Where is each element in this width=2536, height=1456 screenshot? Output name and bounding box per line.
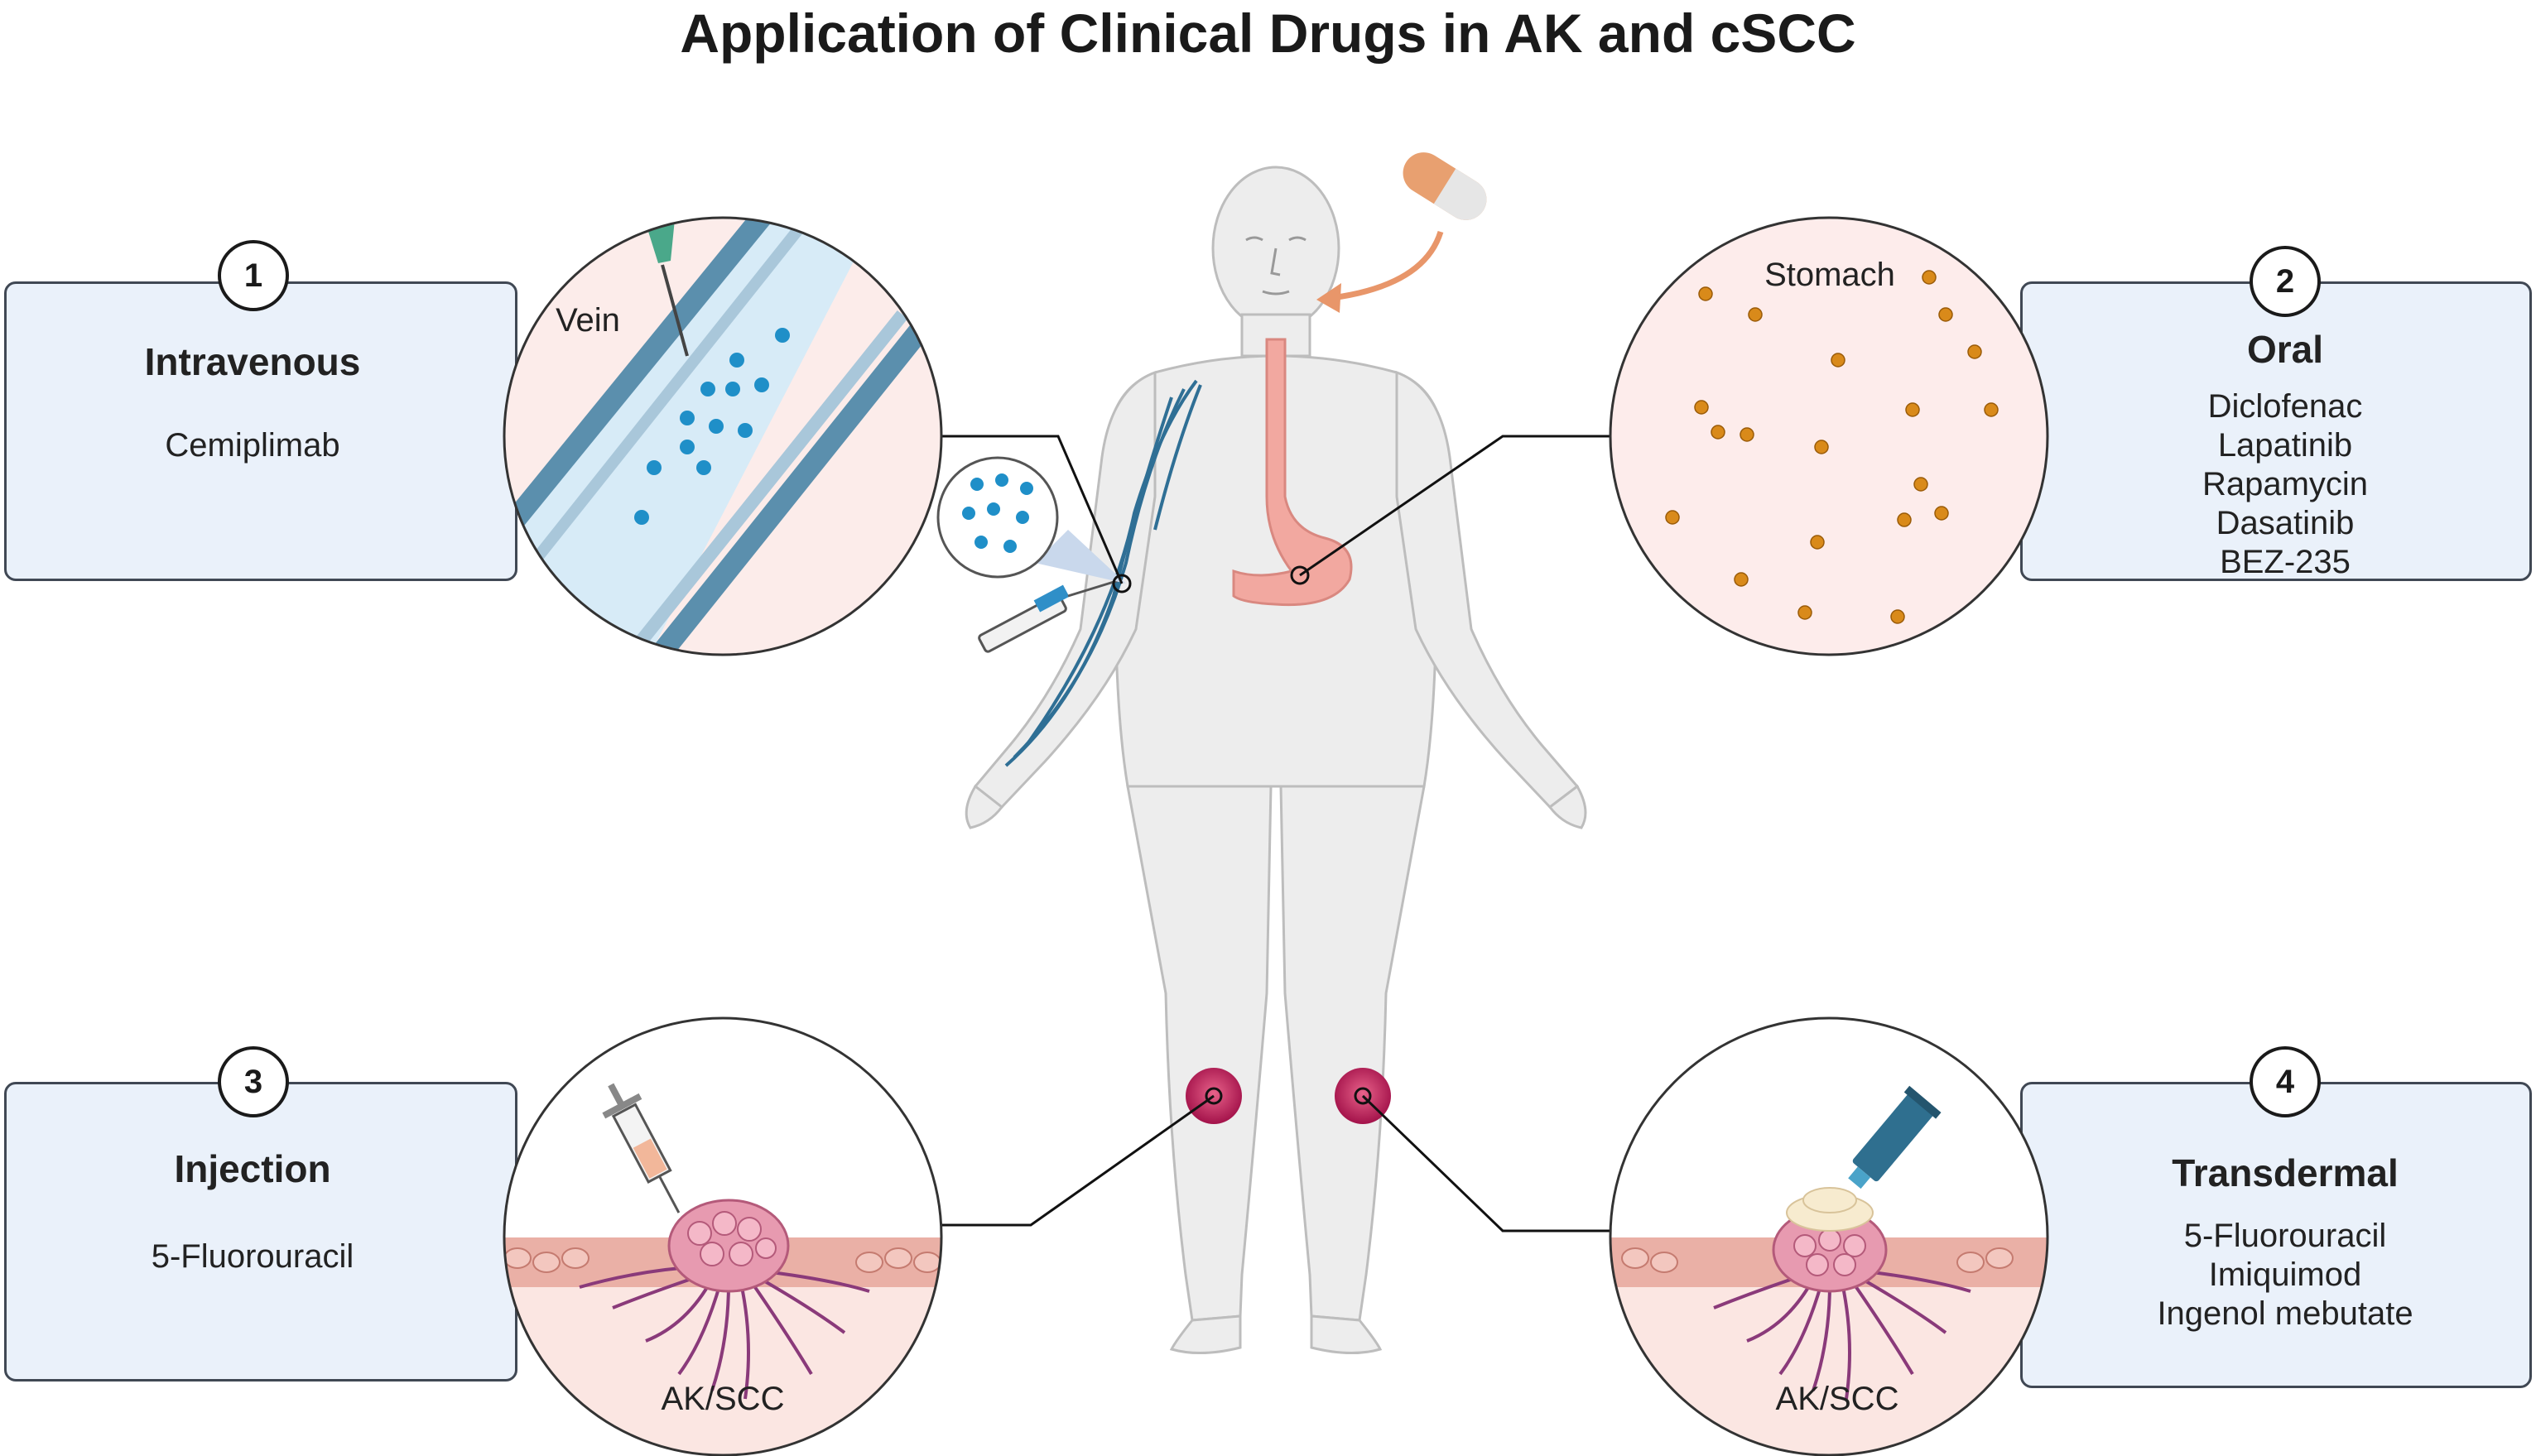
route-title: Intravenous — [144, 340, 361, 383]
drug-name: Rapamycin — [2202, 466, 2369, 502]
drug-name: BEZ-235 — [2220, 544, 2351, 580]
route-panel-injection — [4, 1082, 517, 1382]
drug-name: Diclofenac — [2207, 388, 2363, 425]
drug-name: 5-Fluorouracil — [2183, 1218, 2387, 1254]
figure-title: Application of Clinical Drugs in AK and … — [680, 2, 1856, 64]
circle-label: AK/SCC — [661, 1381, 785, 1417]
route-panel-intravenous — [4, 281, 517, 581]
drug-name: Imiquimod — [2208, 1257, 2362, 1293]
oral-arrow — [1331, 230, 1444, 301]
route-title: Injection — [174, 1147, 331, 1190]
capsule-icon — [1403, 152, 1487, 220]
circle-label: AK/SCC — [1775, 1381, 1899, 1417]
route-number-badge: 1 — [218, 240, 289, 311]
circle-label: Vein — [556, 302, 620, 339]
route-number-badge: 3 — [218, 1046, 289, 1117]
drug-name: Ingenol mebutate — [2157, 1295, 2413, 1332]
oral-arrow-head — [1316, 283, 1341, 313]
route-number-badge: 4 — [2250, 1046, 2321, 1117]
syringe-iv-icon — [978, 578, 1123, 653]
circle-label: Stomach — [1764, 257, 1895, 293]
route-panel-transdermal — [2020, 1082, 2532, 1388]
route-title: Transdermal — [2172, 1151, 2399, 1194]
connector-lines — [921, 435, 1611, 1233]
vein-network — [1004, 379, 1202, 767]
drug-name: Dasatinib — [2216, 505, 2355, 541]
blood-magnifier-icon — [936, 456, 1126, 584]
drug-name: 5-Fluorouracil — [151, 1238, 354, 1275]
route-number-badge: 2 — [2250, 246, 2321, 317]
face-details — [1245, 236, 1306, 296]
drug-name: Lapatinib — [2217, 427, 2353, 464]
drug-name: Cemiplimab — [165, 427, 340, 464]
route-title: Oral — [2246, 328, 2324, 371]
